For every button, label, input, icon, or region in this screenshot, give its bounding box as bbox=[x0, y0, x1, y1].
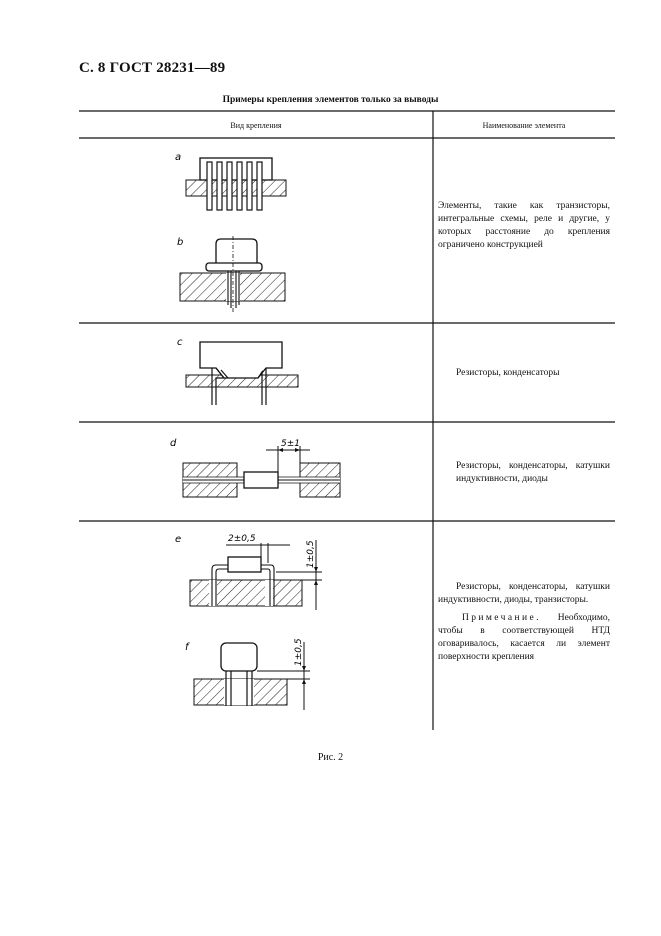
drawing-f: f 1±0,5 bbox=[185, 638, 310, 710]
row-3-description: Резисторы, конденсаторы, катушки индукти… bbox=[456, 461, 610, 484]
label-a: a bbox=[175, 152, 181, 163]
row-4-description: Резисторы, конденсаторы, катушки индукти… bbox=[438, 581, 610, 664]
label-b: b bbox=[177, 237, 183, 248]
dimension-f-height: 1±0,5 bbox=[294, 638, 304, 666]
drawing-e: e 2±0,5 1±0,5 bbox=[175, 534, 322, 610]
table-caption: Примеры крепления элементов только за вы… bbox=[222, 95, 439, 105]
dimension-d: 5±1 bbox=[281, 439, 300, 449]
row-4-description-text: Резисторы, конденсаторы, катушки индукти… bbox=[438, 582, 610, 605]
row-1-description: Элементы, такие как транзисторы, интегра… bbox=[438, 201, 610, 250]
drawing-c: c bbox=[177, 337, 299, 405]
note-text: Необходимо, чтобы в соответствующей НТД … bbox=[438, 613, 610, 662]
table-grid bbox=[79, 110, 615, 730]
label-f: f bbox=[185, 642, 190, 653]
note-block: Примечание. Необходимо, чтобы в соответс… bbox=[438, 612, 610, 664]
column-header-mount-type: Вид крепления bbox=[230, 121, 282, 130]
note-title: Примечание. bbox=[462, 613, 541, 623]
label-e: e bbox=[175, 534, 181, 545]
label-d: d bbox=[170, 438, 177, 449]
dimension-e-height: 1±0,5 bbox=[306, 540, 316, 568]
column-header-element-name: Наименование элемента bbox=[482, 121, 566, 130]
label-c: c bbox=[177, 337, 183, 348]
figure-caption: Рис. 2 bbox=[317, 752, 344, 763]
page-header: С. 8 ГОСТ 28231—89 bbox=[79, 60, 226, 76]
dimension-e-offset: 2±0,5 bbox=[228, 534, 256, 544]
drawing-a: a bbox=[175, 152, 287, 211]
row-2-description: Резисторы, конденсаторы bbox=[456, 368, 560, 378]
drawing-d: d 5±1 bbox=[170, 438, 341, 498]
drawing-b: b bbox=[177, 236, 286, 312]
